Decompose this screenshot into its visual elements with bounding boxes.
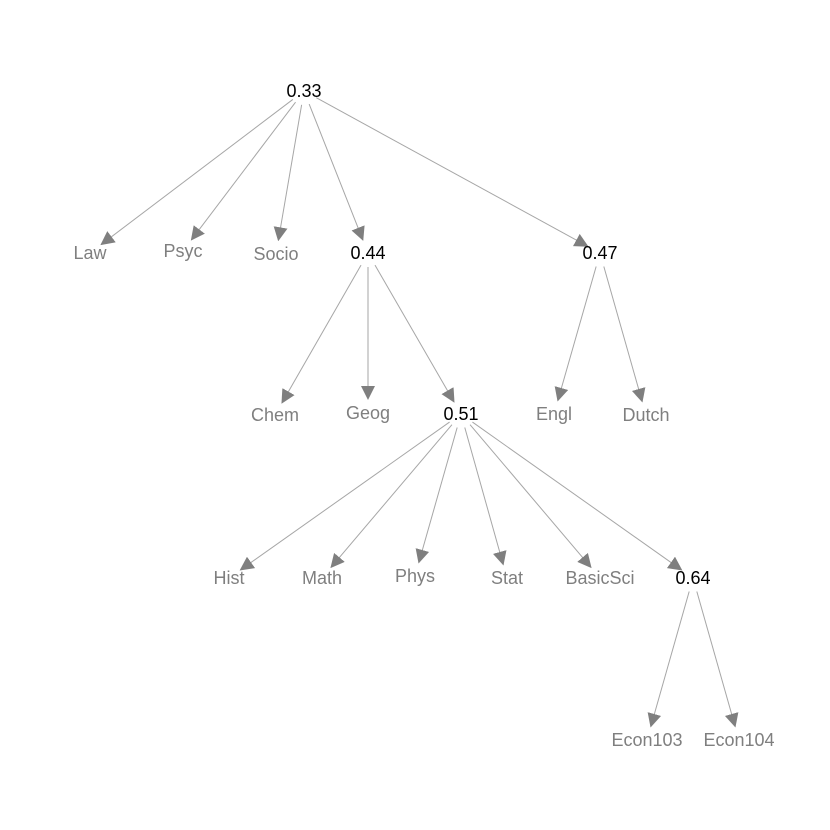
node-label-n051: 0.51 [443,404,478,424]
edge-n033-to-law [100,99,294,246]
node-label-n044: 0.44 [350,243,385,263]
edge-n047-to-dutch [603,266,646,403]
edge-n033-to-n044 [308,103,365,241]
node-label-engl: Engl [536,404,572,424]
edge-n033-to-psyc [190,101,296,241]
node-label-stat: Stat [491,568,523,588]
edge-n051-to-n064 [472,421,683,571]
edge-n064-to-econ104 [696,591,739,728]
edge-n064-to-econ103 [647,591,690,728]
node-label-hist: Hist [214,568,245,588]
node-label-law: Law [73,243,107,263]
edge-n033-to-socio [273,104,303,242]
node-label-socio: Socio [253,244,298,264]
node-label-chem: Chem [251,405,299,425]
node-label-psyc: Psyc [163,241,202,261]
edges-layer [100,97,739,728]
edge-n051-to-phys [415,427,458,564]
edge-n051-to-basicsci [469,424,592,569]
node-label-econ104: Econ104 [703,730,774,750]
node-label-econ103: Econ103 [611,730,682,750]
node-label-dutch: Dutch [622,405,669,425]
edge-n051-to-math [330,424,453,569]
edge-n044-to-n051 [374,264,455,403]
node-label-geog: Geog [346,403,390,423]
edge-n033-to-n047 [316,97,589,247]
node-label-n033: 0.33 [286,81,321,101]
node-label-n064: 0.64 [675,568,710,588]
edge-n047-to-engl [554,266,597,402]
edge-n051-to-hist [239,421,450,571]
node-label-math: Math [302,568,342,588]
node-label-n047: 0.47 [582,243,617,263]
node-label-phys: Phys [395,566,435,586]
edge-n051-to-stat [464,427,507,566]
node-label-basicsci: BasicSci [565,568,634,588]
edge-n044-to-chem [281,264,362,404]
